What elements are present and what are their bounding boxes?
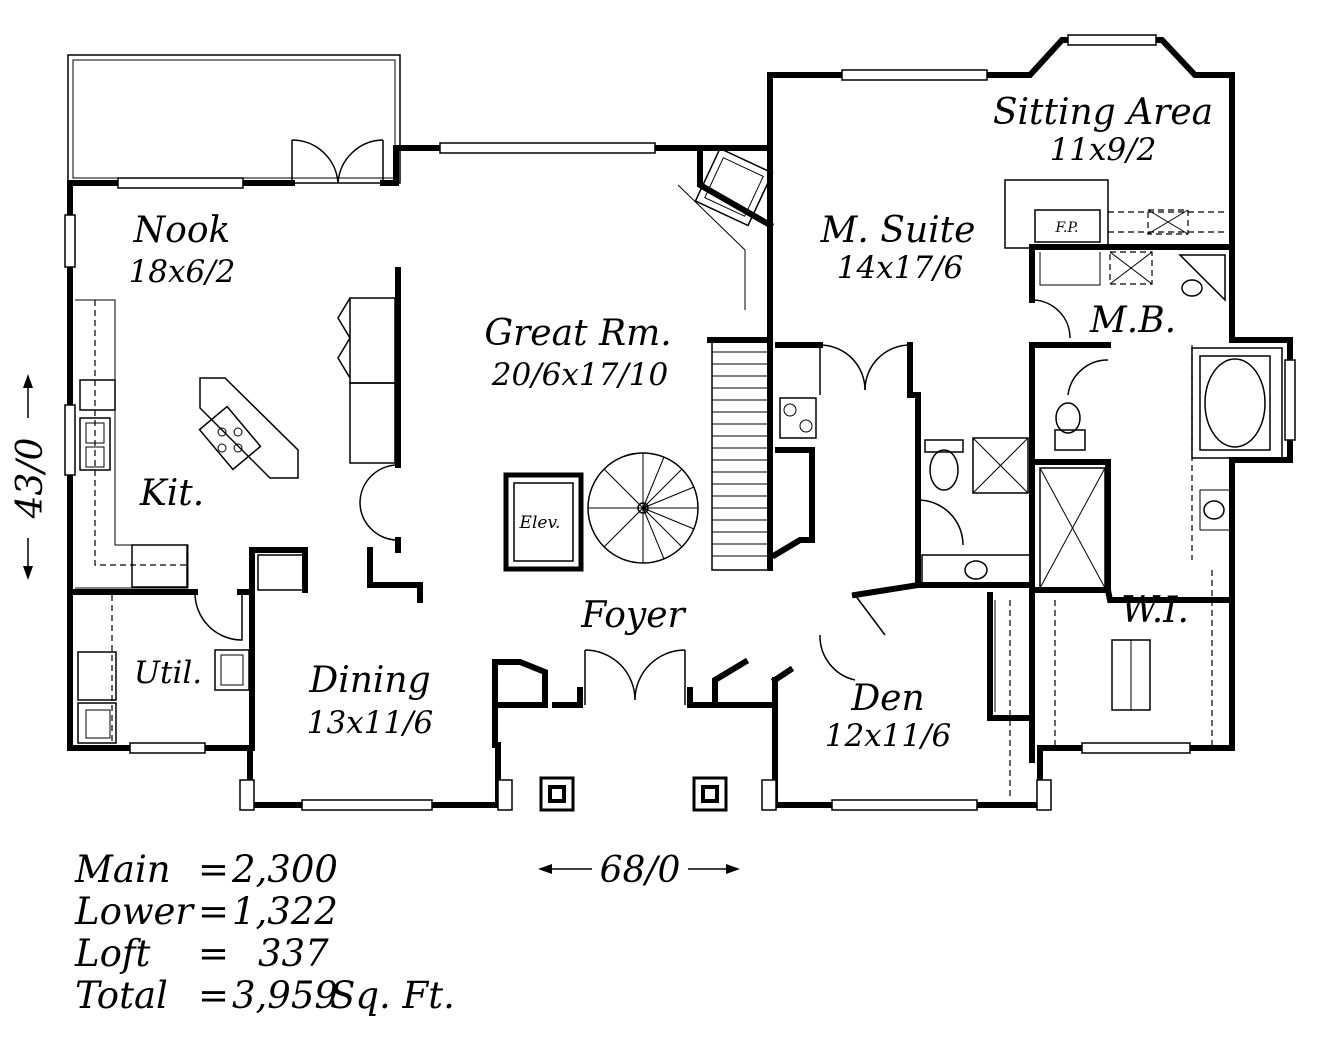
great-room-size: 20/6x17/10 [491, 357, 668, 393]
area-value-main: 2,300 [231, 848, 338, 891]
area-unit-total: Sq. Ft. [330, 974, 455, 1017]
walk-in-closet-label: W.I. [1121, 590, 1189, 631]
width-dimension: 68/0 [600, 850, 681, 891]
sitting-area-label: Sitting Area [993, 92, 1213, 133]
area-eq-lower: = [198, 890, 229, 933]
area-eq-loft: = [198, 932, 229, 975]
den-label: Den [850, 678, 924, 719]
doors [194, 139, 1109, 705]
dining-label: Dining [308, 660, 430, 701]
master-bath-label: M.B. [1089, 300, 1176, 341]
master-suite-size: 14x17/6 [837, 250, 964, 286]
deck [67, 54, 401, 184]
room-labels: Nook 18x6/2 Kit. Util. Great Rm. 20/6x17… [129, 92, 1214, 754]
master-fixtures [770, 179, 1283, 800]
great-room-label: Great Rm. [484, 313, 671, 354]
depth-dimension: 43/0 [10, 438, 51, 520]
area-label-lower: Lower [74, 890, 195, 933]
nook-size: 18x6/2 [129, 254, 236, 290]
sitting-area-size: 11x9/2 [1050, 132, 1157, 168]
fireplace-label: F.P. [1054, 220, 1078, 236]
area-label-loft: Loft [74, 932, 151, 975]
area-summary: Main = 2,300 Lower = 1,322 Loft = 337 To… [74, 848, 455, 1017]
fireplace [677, 147, 774, 310]
elevator [503, 472, 584, 572]
windows [64, 34, 1296, 811]
master-suite-label: M. Suite [820, 210, 976, 251]
front-porch [239, 776, 1052, 812]
utility-label: Util. [134, 655, 202, 691]
dimension-arrows [23, 374, 740, 874]
kitchen-fixtures [75, 297, 396, 591]
elevator-label: Elev. [519, 513, 561, 533]
nook-label: Nook [133, 210, 231, 251]
area-label-total: Total [75, 974, 168, 1017]
dining-size: 13x11/6 [307, 705, 434, 741]
kitchen-label: Kit. [139, 473, 204, 514]
area-value-total: 3,959 [232, 974, 338, 1017]
area-value-loft: 337 [258, 932, 329, 975]
utility-fixtures [77, 595, 250, 745]
area-eq-main: = [198, 848, 229, 891]
foyer-label: Foyer [580, 595, 686, 636]
area-value-lower: 1,322 [232, 890, 338, 933]
area-eq-total: = [198, 974, 229, 1017]
den-size: 12x11/6 [825, 718, 952, 754]
stairs [587, 339, 769, 571]
area-label-main: Main [74, 848, 171, 891]
